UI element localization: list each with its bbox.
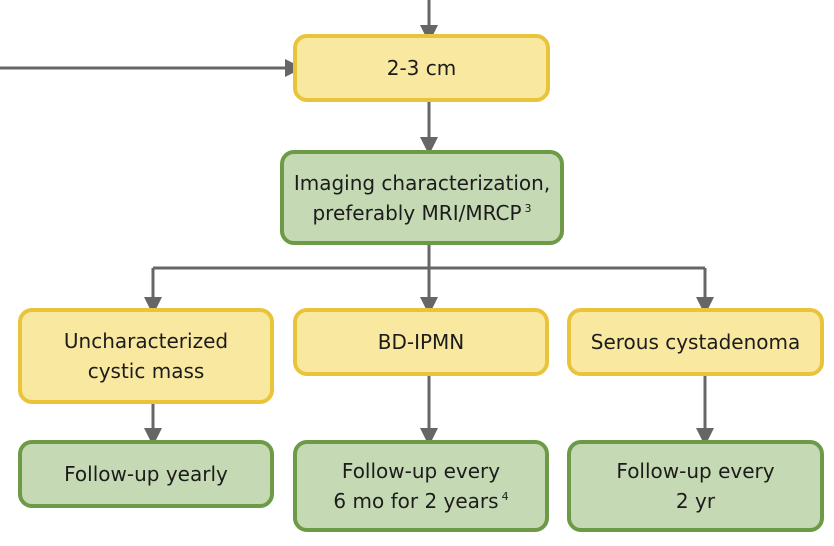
node-uncharacterized-cystic-mass: Uncharacterized cystic mass <box>18 308 274 404</box>
node-followup-2yr: Follow-up every 2 yr <box>567 440 824 532</box>
node-bd-ipmn: BD-IPMN <box>293 308 549 376</box>
node-size-range: 2-3 cm <box>293 34 550 102</box>
node-serous-cystadenoma: Serous cystadenoma <box>567 308 824 376</box>
footnote-4: 4 <box>501 490 509 503</box>
node-bd-ipmn-text: BD-IPMN <box>377 330 465 354</box>
node-followup-2yr-line2: 2 yr <box>675 489 716 513</box>
node-followup-yearly: Follow-up yearly <box>18 440 274 508</box>
node-followup-6mo-line2: 6 mo for 2 years <box>333 489 499 513</box>
node-imaging-line1: Imaging characterization, <box>293 170 551 195</box>
node-serous-text: Serous cystadenoma <box>590 330 801 354</box>
node-imaging-line2: preferably MRI/MRCP <box>312 200 522 225</box>
node-followup-6mo-line1: Follow-up every <box>341 459 501 483</box>
node-imaging-characterization: Imaging characterization, preferably MRI… <box>280 150 564 245</box>
node-followup-2yr-line1: Follow-up every <box>616 459 775 483</box>
node-uncharacterized-line1: Uncharacterized <box>63 329 229 353</box>
node-uncharacterized-line2: cystic mass <box>87 359 205 383</box>
footnote-3: 3 <box>524 201 532 215</box>
node-followup-yearly-text: Follow-up yearly <box>64 462 228 486</box>
node-size-range-text: 2-3 cm <box>386 56 457 80</box>
